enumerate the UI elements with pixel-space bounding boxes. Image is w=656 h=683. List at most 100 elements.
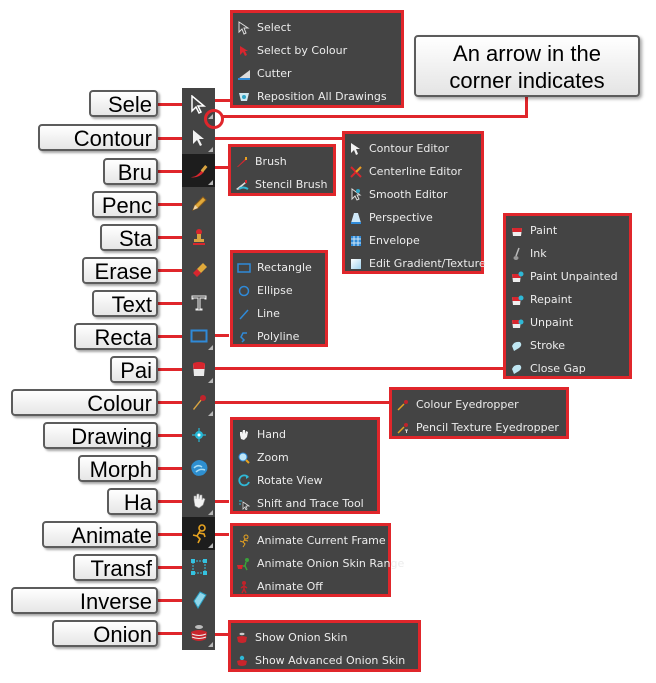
submenu-corner-arrow xyxy=(208,510,213,515)
tool-label-contour: Contour xyxy=(38,124,158,151)
menu-item-hand[interactable]: Hand xyxy=(233,423,377,446)
connector-line xyxy=(158,137,182,140)
note-line-1: An arrow in the xyxy=(453,41,601,66)
text-icon xyxy=(191,295,206,310)
drawing-pivot-tool-button[interactable] xyxy=(182,418,215,451)
menu-item-ink[interactable]: Ink xyxy=(506,242,629,265)
tool-label-eraser: Erase xyxy=(82,257,158,284)
eraser-tool-button[interactable] xyxy=(182,253,215,286)
hand-tool-button[interactable] xyxy=(182,484,215,517)
contour-editor-tool-button[interactable] xyxy=(182,121,215,154)
animate-tool-button[interactable] xyxy=(182,517,215,550)
select-arrow-icon xyxy=(190,94,206,114)
menu-item-reposition-all-drawings[interactable]: Reposition All Drawings xyxy=(233,85,401,108)
animate-current-frame-icon xyxy=(237,534,251,548)
reposition-icon xyxy=(237,90,251,104)
paint-tool-button[interactable] xyxy=(182,352,215,385)
connector-line xyxy=(221,115,528,118)
rectangle-tool-button[interactable] xyxy=(182,319,215,352)
envelope-icon xyxy=(349,234,363,248)
menu-item-animate-onion-skin-range[interactable]: Animate Onion Skin Range xyxy=(233,552,404,575)
menu-item-shift-and-trace-tool[interactable]: Shift and Trace Tool xyxy=(233,492,377,515)
connector-line xyxy=(215,166,229,169)
menu-item-contour-editor[interactable]: Contour Editor xyxy=(345,137,481,160)
connector-line xyxy=(158,170,182,173)
connector-line xyxy=(158,533,182,536)
menu-item-brush[interactable]: Brush xyxy=(231,150,333,173)
menu-item-paint[interactable]: Paint xyxy=(506,219,629,242)
menu-item-rectangle[interactable]: Rectangle xyxy=(233,256,325,279)
menu-item-rotate-view[interactable]: Rotate View xyxy=(233,469,377,492)
tool-label-transform: Transf xyxy=(73,554,158,581)
shape-tools-menu: Rectangle Ellipse Line Polyline xyxy=(230,250,328,347)
menu-item-paint-unpainted[interactable]: Paint Unpainted xyxy=(506,265,629,288)
menu-item-colour-eyedropper[interactable]: Colour Eyedropper xyxy=(392,393,566,416)
menu-item-animate-current-frame[interactable]: Animate Current Frame xyxy=(233,529,388,552)
zoom-icon xyxy=(237,451,251,465)
animate-tools-menu: Animate Current Frame Animate Onion Skin… xyxy=(230,523,404,598)
connector-line xyxy=(158,434,182,437)
tool-label-text: Text xyxy=(92,290,158,317)
repaint-icon xyxy=(510,293,524,307)
submenu-corner-arrow xyxy=(208,147,213,152)
onion-skin-tool-button[interactable] xyxy=(182,616,215,649)
eyedropper-tool-button[interactable] xyxy=(182,385,215,418)
centerline-editor-icon xyxy=(349,165,363,179)
menu-item-line[interactable]: Line xyxy=(233,302,325,325)
menu-item-select[interactable]: Select xyxy=(233,16,401,39)
text-tool-button[interactable] xyxy=(182,286,215,319)
submenu-corner-arrow xyxy=(208,378,213,383)
tool-label-pencil: Penc xyxy=(92,191,158,218)
pencil-texture-eyedropper-icon xyxy=(396,421,410,435)
menu-item-animate-off[interactable]: Animate Off xyxy=(233,575,388,598)
hand-tools-menu: Hand Zoom Rotate View Shift and Trace To… xyxy=(230,417,380,514)
menu-item-select-by-colour[interactable]: Select by Colour xyxy=(233,39,401,62)
connector-line xyxy=(158,335,182,338)
connector-line xyxy=(215,500,229,503)
menu-item-smooth-editor[interactable]: Smooth Editor xyxy=(345,183,481,206)
menu-item-centerline-editor[interactable]: Centerline Editor xyxy=(345,160,481,183)
paint-unpainted-icon xyxy=(510,270,524,284)
transform-icon xyxy=(190,558,207,575)
menu-item-repaint[interactable]: Repaint xyxy=(506,288,629,311)
rectangle-icon xyxy=(190,329,207,342)
menu-item-cutter[interactable]: Cutter xyxy=(233,62,401,85)
inverse-kinematics-tool-button[interactable] xyxy=(182,583,215,616)
transform-tool-button[interactable] xyxy=(182,550,215,583)
morph-icon xyxy=(190,459,207,476)
note-line-2: corner indicates xyxy=(449,68,605,93)
morph-tool-button[interactable] xyxy=(182,451,215,484)
stamp-tool-button[interactable] xyxy=(182,220,215,253)
tool-label-colour: Colour xyxy=(11,389,158,416)
pencil-tool-button[interactable] xyxy=(182,187,215,220)
close-gap-icon xyxy=(510,362,524,376)
menu-item-show-advanced-onion-skin[interactable]: Show Advanced Onion Skin xyxy=(231,649,418,672)
corner-arrow-highlight-ring xyxy=(204,109,224,129)
menu-item-edit-gradient-texture[interactable]: Edit Gradient/Texture xyxy=(345,252,486,275)
onion-skin-icon xyxy=(190,624,207,641)
tool-label-onion: Onion xyxy=(52,620,158,647)
ink-icon xyxy=(510,247,524,261)
connector-line xyxy=(158,566,182,569)
brush-tools-menu: Brush Stencil Brush xyxy=(228,144,336,196)
menu-item-perspective[interactable]: Perspective xyxy=(345,206,481,229)
connector-line xyxy=(158,368,182,371)
cutter-icon xyxy=(237,67,251,81)
menu-item-envelope[interactable]: Envelope xyxy=(345,229,481,252)
tool-label-animate: Animate xyxy=(42,521,158,548)
paint-tools-menu: Paint Ink Paint Unpainted Repaint Unpain… xyxy=(503,213,632,379)
menu-item-polyline[interactable]: Polyline xyxy=(233,325,325,348)
submenu-corner-arrow xyxy=(208,543,213,548)
menu-item-ellipse[interactable]: Ellipse xyxy=(233,279,325,302)
menu-item-zoom[interactable]: Zoom xyxy=(233,446,377,469)
menu-item-pencil-texture-eyedropper[interactable]: Pencil Texture Eyedropper xyxy=(392,416,566,439)
menu-item-stroke[interactable]: Stroke xyxy=(506,334,629,357)
menu-item-show-onion-skin[interactable]: Show Onion Skin xyxy=(231,626,418,649)
menu-item-stencil-brush[interactable]: Stencil Brush xyxy=(231,173,333,196)
connector-line xyxy=(525,97,528,118)
brush-tool-button[interactable] xyxy=(182,154,215,187)
menu-item-close-gap[interactable]: Close Gap xyxy=(506,357,629,380)
menu-item-unpaint[interactable]: Unpaint xyxy=(506,311,629,334)
shift-and-trace-icon xyxy=(237,497,251,511)
connector-line xyxy=(158,599,182,602)
